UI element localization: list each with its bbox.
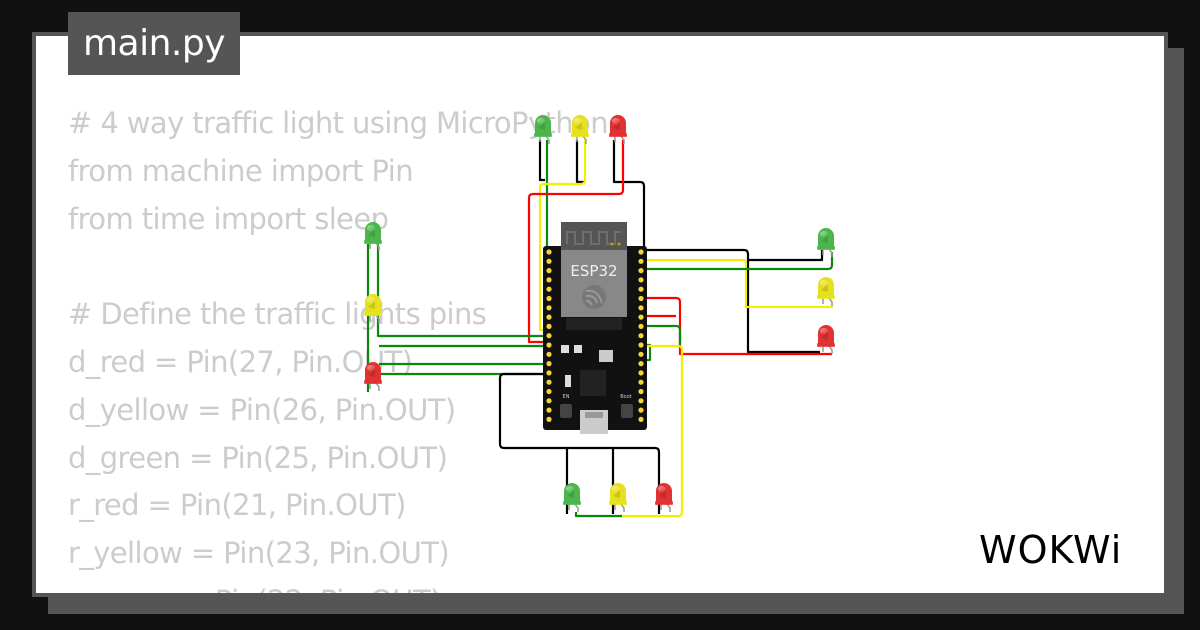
header-pin[interactable] <box>546 416 552 422</box>
header-pin[interactable] <box>546 277 552 283</box>
wire-left-green-signal <box>376 244 548 338</box>
led-right-yellow[interactable] <box>817 277 835 306</box>
led-bottom-green[interactable] <box>563 483 581 512</box>
board-label: ESP32 <box>570 262 617 280</box>
en-button[interactable] <box>560 404 572 418</box>
header-pin[interactable] <box>638 351 644 357</box>
header-pin[interactable] <box>546 361 552 367</box>
smd-part <box>574 345 582 353</box>
pin-header-left <box>546 249 552 422</box>
header-pin[interactable] <box>638 295 644 302</box>
led-right-green[interactable] <box>817 228 835 257</box>
antenna-area <box>561 222 627 252</box>
header-pin[interactable] <box>638 361 644 367</box>
wire-right-yellow-signal <box>641 258 833 309</box>
header-pin[interactable] <box>546 258 552 264</box>
wokwi-logo-text: WOKWi <box>979 528 1122 572</box>
header-pin[interactable] <box>638 258 644 264</box>
code-preview: # 4 way traffic light using MicroPython f… <box>68 100 609 593</box>
header-pin[interactable] <box>546 333 552 339</box>
header-pin[interactable] <box>638 249 644 255</box>
smd-part <box>561 345 569 353</box>
wire-pin-green-2 <box>641 324 682 346</box>
header-pin[interactable] <box>546 379 552 385</box>
header-pin[interactable] <box>546 351 552 357</box>
antenna-pad <box>617 242 621 246</box>
led-bottom-red[interactable] <box>655 483 673 512</box>
header-pin[interactable] <box>638 388 644 395</box>
connector <box>599 350 613 362</box>
header-pin[interactable] <box>546 398 552 404</box>
espressif-logo-icon <box>582 285 606 309</box>
header-pin[interactable] <box>546 323 552 329</box>
wire-gnd-right <box>644 248 820 354</box>
en-label: EN <box>563 394 570 400</box>
code-line: # 4 way traffic light using MicroPython <box>68 106 609 140</box>
wire-right-green-cathode <box>748 250 824 262</box>
wire-right-green-signal <box>641 252 834 271</box>
header-pin[interactable] <box>638 305 644 311</box>
boot-label: Boot <box>620 394 632 400</box>
code-line: from machine import Pin <box>68 153 414 188</box>
antenna-pad <box>610 242 614 246</box>
code-line: # Define the traffic lights pins <box>68 297 487 332</box>
code-line: r_green = Pin(22, Pin.OUT) <box>68 578 608 593</box>
pin-header-right <box>638 249 644 422</box>
header-pin[interactable] <box>638 286 644 292</box>
led-top-red[interactable] <box>609 115 627 144</box>
header-pin[interactable] <box>546 388 552 395</box>
file-tab-main-py[interactable]: main.py <box>68 12 240 75</box>
wire-top-yellow-signal <box>538 140 587 332</box>
header-pin[interactable] <box>546 249 552 255</box>
esp32-board[interactable]: ESP32 EN Boot <box>543 222 647 434</box>
header-pin[interactable] <box>638 407 644 413</box>
code-line: r_red = Pin(21, Pin.OUT) <box>68 488 406 523</box>
code-line: r_yellow = Pin(23, Pin.OUT) <box>68 536 450 571</box>
header-pin[interactable] <box>546 268 552 274</box>
shield-pins <box>566 318 622 330</box>
header-pin[interactable] <box>638 398 644 404</box>
header-pin[interactable] <box>638 268 644 274</box>
led-top-yellow[interactable] <box>571 115 589 144</box>
leds <box>364 115 835 512</box>
header-pin[interactable] <box>546 407 552 413</box>
header-pin[interactable] <box>638 416 644 422</box>
led-left-green[interactable] <box>364 222 382 251</box>
usb-chip <box>580 370 606 396</box>
led-left-yellow[interactable] <box>364 294 382 323</box>
wire-top-red-cathode <box>612 140 646 250</box>
header-pin[interactable] <box>638 323 644 329</box>
wire-bottom-red-signal <box>620 344 684 518</box>
led-right-red[interactable] <box>817 325 835 354</box>
wire-right-red-signal <box>641 296 832 356</box>
header-pin[interactable] <box>638 370 644 376</box>
code-line: d_green = Pin(25, Pin.OUT) <box>68 440 448 475</box>
wire-bottom-gnd <box>498 372 661 514</box>
code-preview-clip: # 4 way traffic light using MicroPython f… <box>36 36 1164 593</box>
code-line: d_yellow = Pin(26, Pin.OUT) <box>68 392 456 427</box>
wire-top-red-signal <box>527 140 625 344</box>
header-pin[interactable] <box>546 305 552 311</box>
usb-port-inner <box>585 412 603 418</box>
led-bottom-yellow[interactable] <box>609 483 627 512</box>
header-pin[interactable] <box>638 333 644 339</box>
led-top-green[interactable] <box>534 115 552 144</box>
header-pin[interactable] <box>546 295 552 302</box>
header-pin[interactable] <box>638 379 644 385</box>
header-pin[interactable] <box>546 342 552 348</box>
wire-bottom-green-signal <box>574 512 622 518</box>
header-pin[interactable] <box>546 286 552 292</box>
wokwi-logo: WOKWi <box>979 528 1122 572</box>
header-pin[interactable] <box>546 314 552 320</box>
wire-top-green-cathode <box>538 140 545 182</box>
code-line: from time import sleep <box>68 201 389 236</box>
header-pin[interactable] <box>638 342 644 348</box>
led-left-red[interactable] <box>364 362 382 391</box>
header-pin[interactable] <box>638 277 644 283</box>
header-pin[interactable] <box>546 370 552 376</box>
header-pin[interactable] <box>638 314 644 320</box>
smd-part <box>565 375 571 387</box>
wire-top-yellow-cathode <box>575 140 585 184</box>
boot-button[interactable] <box>621 404 633 418</box>
